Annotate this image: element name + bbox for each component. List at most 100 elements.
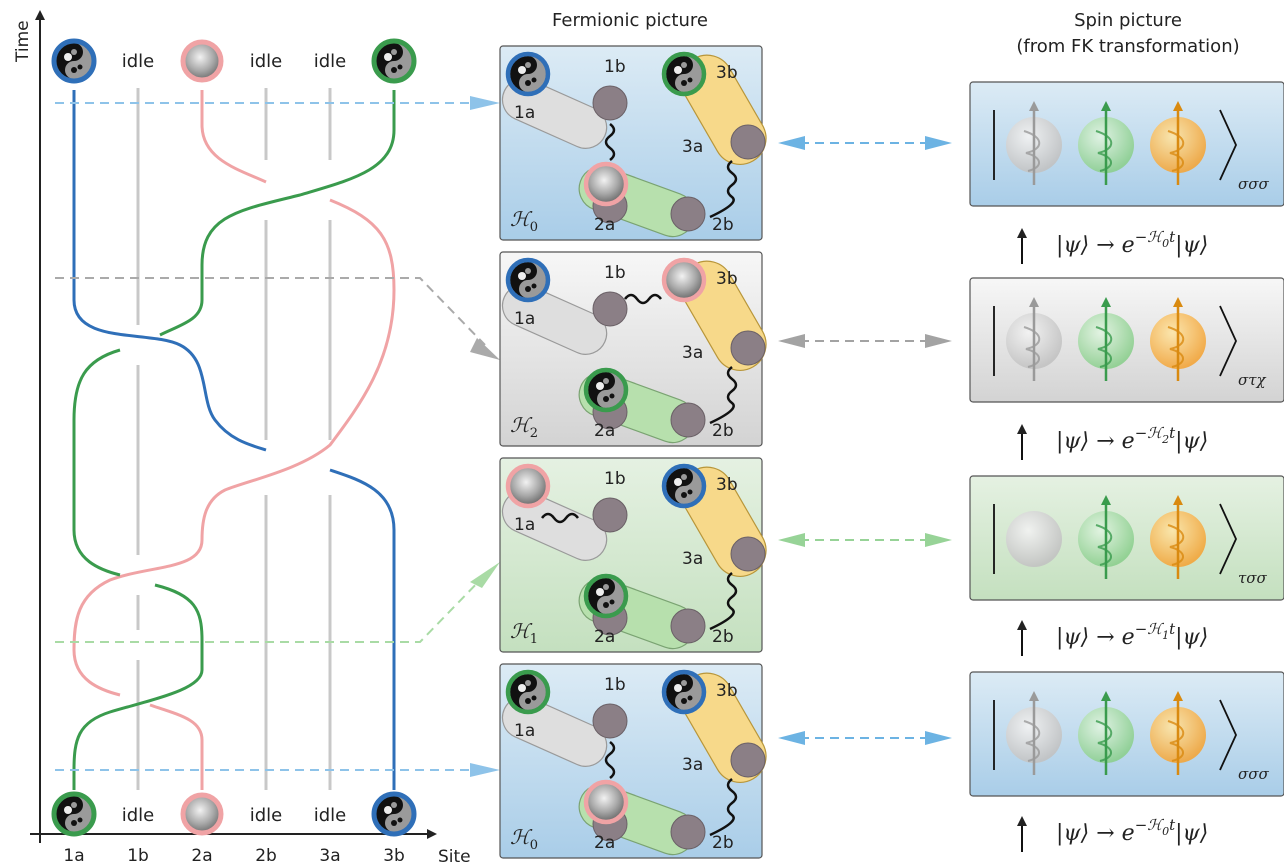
site-tick: 1b <box>127 846 149 865</box>
spin-ball <box>1150 101 1206 185</box>
yin-yang-icon <box>661 51 707 97</box>
yin-yang-icon <box>51 38 97 84</box>
spin-basis-subscript: σσσ <box>1238 765 1269 783</box>
spin-ball <box>1006 511 1062 567</box>
yin-yang-icon <box>661 669 707 715</box>
site-label: 3a <box>682 343 703 363</box>
svg-text:|ψ⟩ → e−ℋ0t|ψ⟩: |ψ⟩ → e−ℋ0t|ψ⟩ <box>1056 228 1208 258</box>
site-label: 3b <box>716 681 738 701</box>
svg-text:|ψ⟩ → e−ℋ0t|ψ⟩: |ψ⟩ → e−ℋ0t|ψ⟩ <box>1056 816 1208 846</box>
metal-sphere-icon <box>180 39 224 83</box>
site-label: 2b <box>712 421 734 441</box>
spin-title-line2: (from FK transformation) <box>1016 36 1239 57</box>
site-label: 1b <box>604 263 626 283</box>
worldline-blue <box>72 90 267 452</box>
idle-label: idle <box>122 51 155 72</box>
yin-yang-icon <box>505 51 551 97</box>
fermionic-title: Fermionic picture <box>552 10 708 31</box>
evolution-formula: |ψ⟩ → e−ℋ0t|ψ⟩ <box>1017 228 1208 264</box>
metal-sphere-icon <box>583 779 629 825</box>
site-label: 3a <box>682 549 703 569</box>
spin-ball <box>1078 495 1134 579</box>
hamiltonian-label: ℋ0 <box>510 825 538 853</box>
spin-ball <box>1006 691 1062 775</box>
site-label: 2a <box>594 627 615 647</box>
site-tick: 3a <box>319 846 340 865</box>
site-label: 1b <box>604 675 626 695</box>
correspondence-arrow <box>778 533 952 547</box>
spin-panel: στχ <box>969 277 1284 403</box>
site-label: 3a <box>682 755 703 775</box>
site-label: 1a <box>514 103 535 123</box>
evolution-formula: |ψ⟩ → e−ℋ0t|ψ⟩ <box>1017 816 1208 852</box>
yin-yang-icon <box>371 791 417 837</box>
site-label: 3a <box>682 137 703 157</box>
evolution-formula: |ψ⟩ → e−ℋ2t|ψ⟩ <box>1017 424 1208 460</box>
site-label: 2b <box>712 627 734 647</box>
worldline-plot: Time Site 1a 1b 2a 2b 3a 3b idle idle id… <box>13 10 500 865</box>
metal-sphere-icon <box>583 161 629 207</box>
yin-yang-icon <box>583 367 629 413</box>
fermionic-panel: 1b 1a 3b 3a 2a 2b ℋ2 <box>499 251 767 447</box>
fermionic-panel: 1b 1a 3b 3a 2a 2b ℋ0 <box>499 663 767 859</box>
site-label: 2a <box>594 215 615 235</box>
site-tick: 3b <box>383 846 405 865</box>
metal-sphere-icon <box>661 257 707 303</box>
site-label: 3b <box>716 475 738 495</box>
idle-label: idle <box>250 805 283 826</box>
spin-ball <box>1150 297 1206 381</box>
yin-yang-icon <box>661 463 707 509</box>
spin-panel: σσσ <box>969 671 1284 797</box>
spin-ball <box>1150 691 1206 775</box>
spin-basis-subscript: σσσ <box>1238 175 1269 193</box>
hamiltonian-label: ℋ0 <box>510 207 538 235</box>
metal-sphere-icon <box>180 792 224 836</box>
site-label: 2b <box>712 215 734 235</box>
svg-text:|ψ⟩ → e−ℋ2t|ψ⟩: |ψ⟩ → e−ℋ2t|ψ⟩ <box>1056 424 1208 454</box>
yin-yang-icon <box>505 669 551 715</box>
idle-label: idle <box>250 51 283 72</box>
correspondence-arrow <box>778 334 952 348</box>
worldline-pink <box>200 90 267 184</box>
correspondence-arrow <box>778 731 952 745</box>
spin-ball <box>1006 101 1062 185</box>
spin-panel: τσσ <box>969 475 1284 601</box>
site-label: 1b <box>604 57 626 77</box>
site-label: 1a <box>514 309 535 329</box>
yin-yang-icon <box>371 38 417 84</box>
spin-ball <box>1078 297 1134 381</box>
yin-yang-icon <box>583 573 629 619</box>
site-label: 3b <box>716 269 738 289</box>
svg-text:|ψ⟩ → e−ℋ1t|ψ⟩: |ψ⟩ → e−ℋ1t|ψ⟩ <box>1056 620 1208 650</box>
site-axis-label: Site <box>438 847 471 865</box>
site-label: 2a <box>594 421 615 441</box>
site-label: 1a <box>514 721 535 741</box>
idle-label: idle <box>122 805 155 826</box>
site-label: 2a <box>594 833 615 853</box>
spin-title-line1: Spin picture <box>1074 10 1182 31</box>
site-tick: 2b <box>255 846 277 865</box>
spin-basis-subscript: στχ <box>1238 371 1267 389</box>
time-axis-label: Time <box>13 20 33 63</box>
idle-label: idle <box>314 51 347 72</box>
hamiltonian-label: ℋ2 <box>510 413 538 441</box>
site-label: 3b <box>716 63 738 83</box>
evolution-formula: |ψ⟩ → e−ℋ1t|ψ⟩ <box>1017 620 1208 656</box>
idle-label: idle <box>314 805 347 826</box>
spin-ball <box>1078 691 1134 775</box>
yin-yang-icon <box>51 791 97 837</box>
spin-ball <box>1006 297 1062 381</box>
yin-yang-icon <box>505 257 551 303</box>
site-tick: 2a <box>191 846 212 865</box>
worldline-green <box>159 90 396 337</box>
spin-basis-subscript: τσσ <box>1238 569 1268 587</box>
metal-sphere-icon <box>505 463 551 509</box>
site-tick: 1a <box>63 846 84 865</box>
spin-panel: σσσ <box>969 81 1284 207</box>
spin-ball <box>1078 101 1134 185</box>
site-label: 2b <box>712 833 734 853</box>
site-label: 1a <box>514 515 535 535</box>
spin-ball <box>1150 495 1206 579</box>
hamiltonian-label: ℋ1 <box>510 619 538 647</box>
